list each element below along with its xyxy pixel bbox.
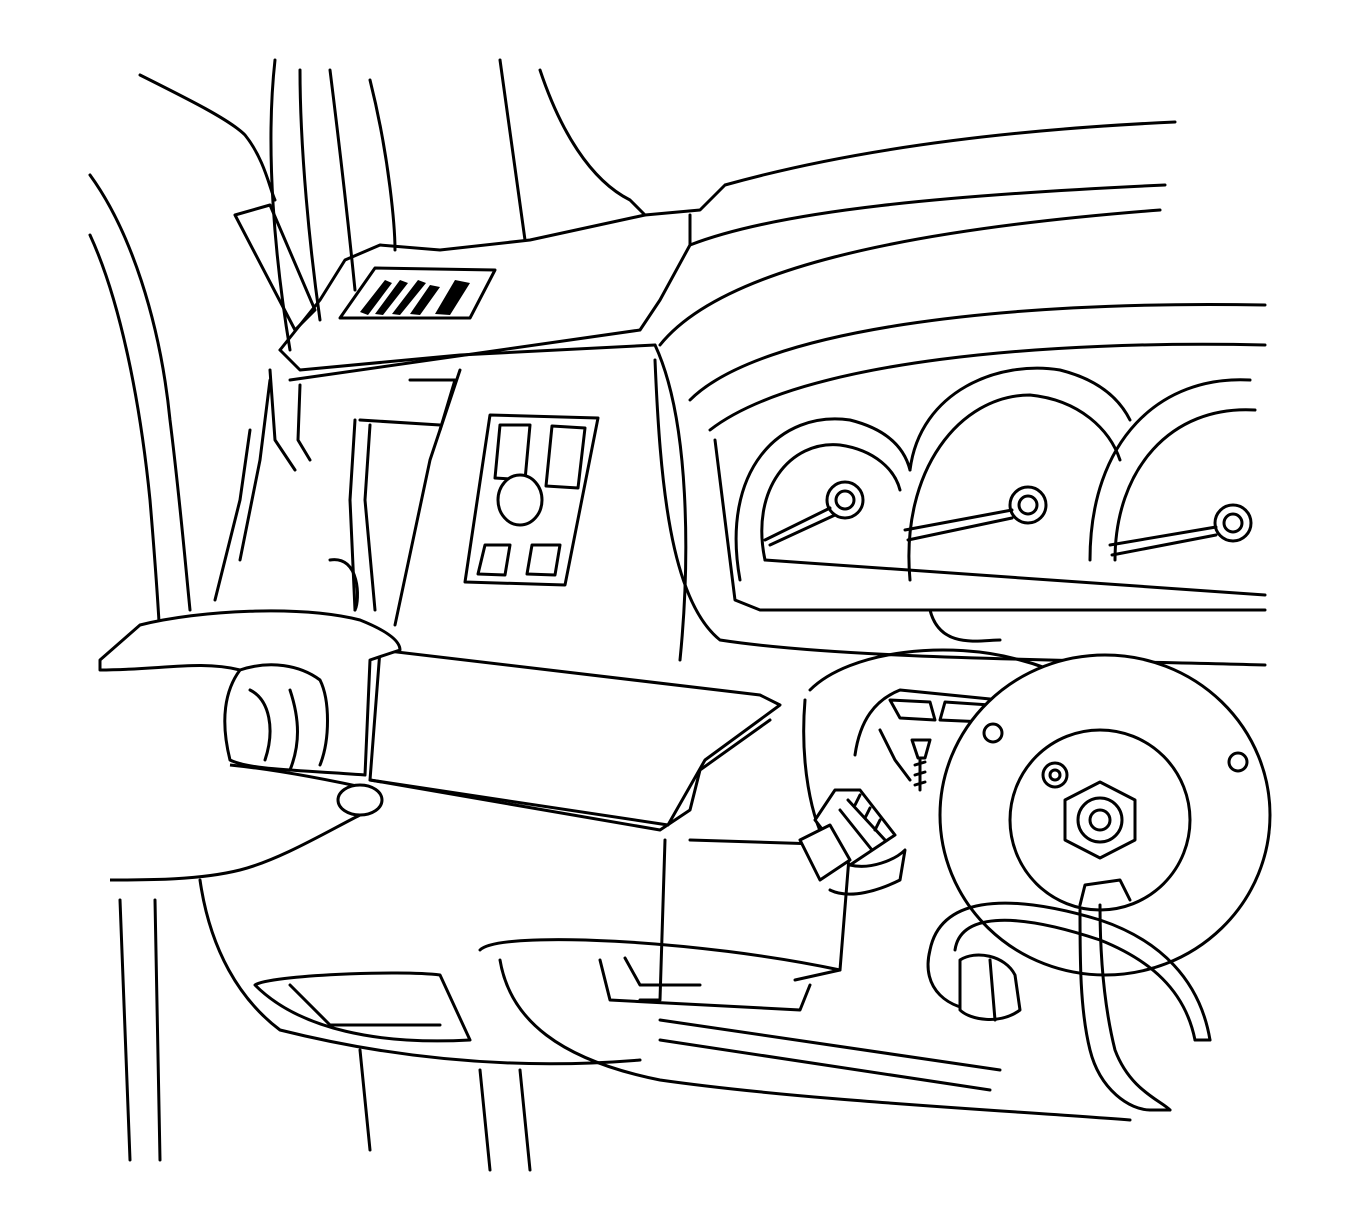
steering-column (802, 648, 1272, 977)
air-vent (338, 266, 497, 320)
instrument-cluster (734, 366, 1267, 643)
side-tab (233, 203, 317, 332)
a-pillar (88, 58, 647, 642)
knee-panel (368, 648, 782, 832)
lower-trim (213, 368, 462, 627)
wiring-harness (926, 901, 1212, 1112)
switch-panel (463, 413, 600, 587)
dashboard-top (278, 120, 1267, 667)
hand (98, 609, 402, 882)
wire-connector (798, 788, 907, 896)
lower-dash (118, 838, 1132, 1172)
